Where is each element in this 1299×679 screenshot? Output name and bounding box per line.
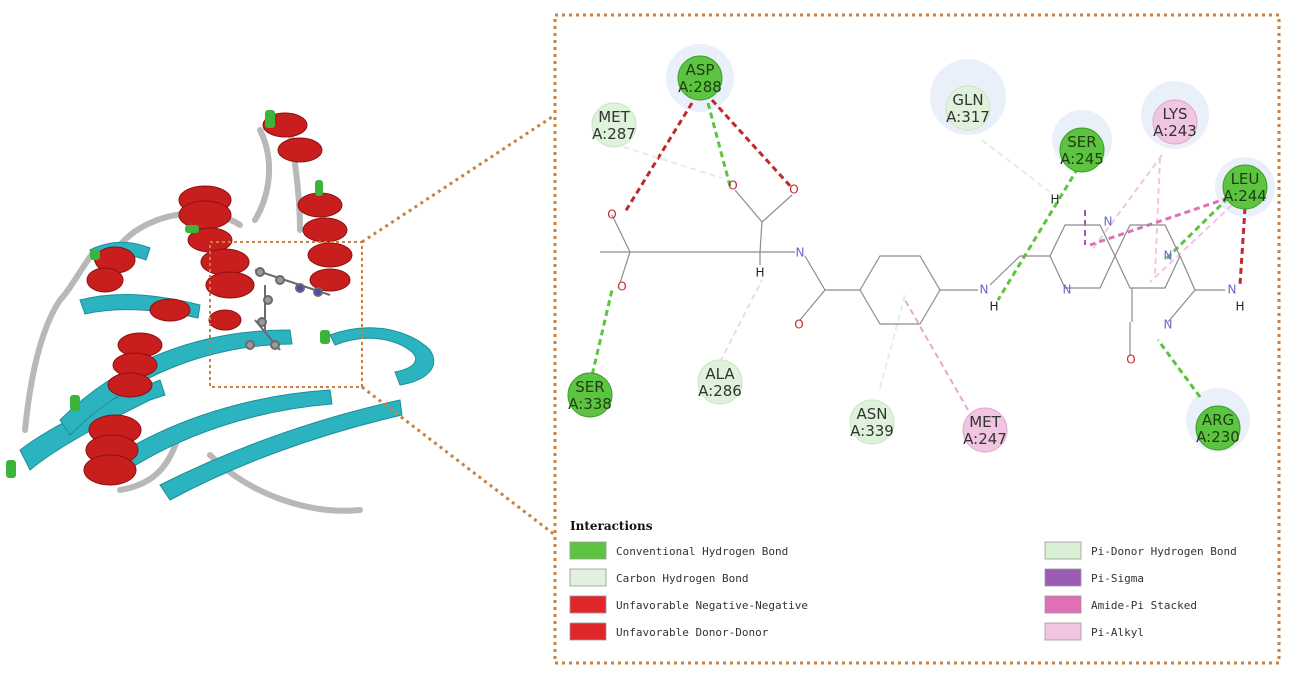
residue-chain-position: A:288 — [678, 78, 722, 96]
residue-chain-position: A:287 — [592, 125, 636, 143]
interaction-lines — [588, 98, 1247, 411]
atom-h-3: H — [1050, 193, 1059, 207]
residue-name: ASN — [856, 405, 887, 423]
legend-label: Unfavorable Donor-Donor — [616, 626, 769, 639]
residue-circle — [962, 407, 1008, 453]
legend-swatch — [569, 568, 607, 587]
atom-h-4: H — [1235, 300, 1244, 314]
residue-circle — [1152, 99, 1198, 145]
atom-n-7: N — [1228, 283, 1237, 297]
zoom-connector-lines — [361, 113, 556, 537]
legend-swatch — [1044, 622, 1082, 641]
legend-item: Amide-Pi Stacked — [1044, 595, 1197, 614]
legend-label: Pi-Sigma — [1091, 572, 1144, 585]
legend-label: Amide-Pi Stacked — [1091, 599, 1197, 612]
residue-name: ARG — [1202, 411, 1234, 429]
ligand-atom-labels: O O O O O O N N N N N N N H H H H — [607, 179, 1244, 367]
residue-chain-position: A:286 — [698, 382, 742, 400]
atom-o-4: O — [789, 183, 798, 197]
residue-circle — [1059, 127, 1105, 173]
legend-swatch — [1044, 595, 1082, 614]
ligand-skeleton — [600, 189, 1225, 355]
atom-o-2: O — [617, 280, 626, 294]
residue-chain-position: A:338 — [568, 395, 612, 413]
residue-circle — [945, 85, 991, 131]
residue-circle — [697, 359, 743, 405]
atom-n-4: N — [1164, 249, 1173, 263]
residue-circle — [849, 399, 895, 445]
residue-name: SER — [575, 378, 604, 396]
legend-label: Conventional Hydrogen Bond — [616, 545, 788, 558]
legend-item: Unfavorable Negative-Negative — [569, 595, 808, 614]
residue-circle — [591, 102, 637, 148]
interactions-legend: Interactions Conventional Hydrogen BondC… — [569, 519, 1237, 641]
legend-swatch — [1044, 541, 1082, 560]
residue-chain-position: A:247 — [963, 430, 1007, 448]
atom-o-6: O — [1126, 353, 1135, 367]
legend-label: Pi-Alkyl — [1091, 626, 1144, 639]
residue-chain-position: A:243 — [1153, 122, 1197, 140]
residue-name: SER — [1067, 133, 1096, 151]
atom-n-1: N — [796, 246, 805, 260]
legend-swatch — [569, 541, 607, 560]
residue-chain-position: A:317 — [946, 108, 990, 126]
residue-name: GLN — [952, 91, 983, 109]
residue-name: ASP — [686, 61, 715, 79]
residue-circle — [567, 372, 613, 418]
legend-item: Pi-Alkyl — [1044, 622, 1144, 641]
residue-chain-position: A:244 — [1223, 187, 1267, 205]
residue-name: LYS — [1162, 105, 1187, 123]
residue-name: MET — [598, 108, 630, 126]
protein-ribbon-structure — [6, 110, 435, 514]
legend-item: Carbon Hydrogen Bond — [569, 568, 748, 587]
atom-n-2: N — [980, 283, 989, 297]
atom-n-6: N — [1164, 318, 1173, 332]
legend-item: Pi-Donor Hydrogen Bond — [1044, 541, 1237, 560]
atom-h-1: H — [755, 266, 764, 280]
residue-nodes: ASPA:288META:287GLNA:317SERA:245LYSA:243… — [567, 55, 1268, 453]
legend-swatch — [569, 622, 607, 641]
residue-chain-position: A:339 — [850, 422, 894, 440]
residue-chain-position: A:245 — [1060, 150, 1104, 168]
atom-n-5: N — [1063, 283, 1072, 297]
legend-swatch — [1044, 568, 1082, 587]
residue-circle — [1222, 164, 1268, 210]
legend-item: Pi-Sigma — [1044, 568, 1144, 587]
legend-label: Pi-Donor Hydrogen Bond — [1091, 545, 1237, 558]
residue-name: ALA — [705, 365, 735, 383]
atom-h-2: H — [989, 300, 998, 314]
legend-title: Interactions — [570, 519, 653, 533]
residue-circle — [677, 55, 723, 101]
residue-chain-position: A:230 — [1196, 428, 1240, 446]
legend-label: Unfavorable Negative-Negative — [616, 599, 808, 612]
legend-item: Conventional Hydrogen Bond — [569, 541, 788, 560]
atom-n-3: N — [1104, 215, 1113, 229]
atom-o-1: O — [607, 208, 616, 222]
atom-o-5: O — [794, 318, 803, 332]
residue-name: MET — [969, 413, 1001, 431]
residue-circle — [1195, 405, 1241, 451]
atom-o-3: O — [728, 179, 737, 193]
legend-swatch — [569, 595, 607, 614]
legend-label: Carbon Hydrogen Bond — [616, 572, 748, 585]
residue-name: LEU — [1231, 170, 1260, 188]
legend-item: Unfavorable Donor-Donor — [569, 622, 769, 641]
